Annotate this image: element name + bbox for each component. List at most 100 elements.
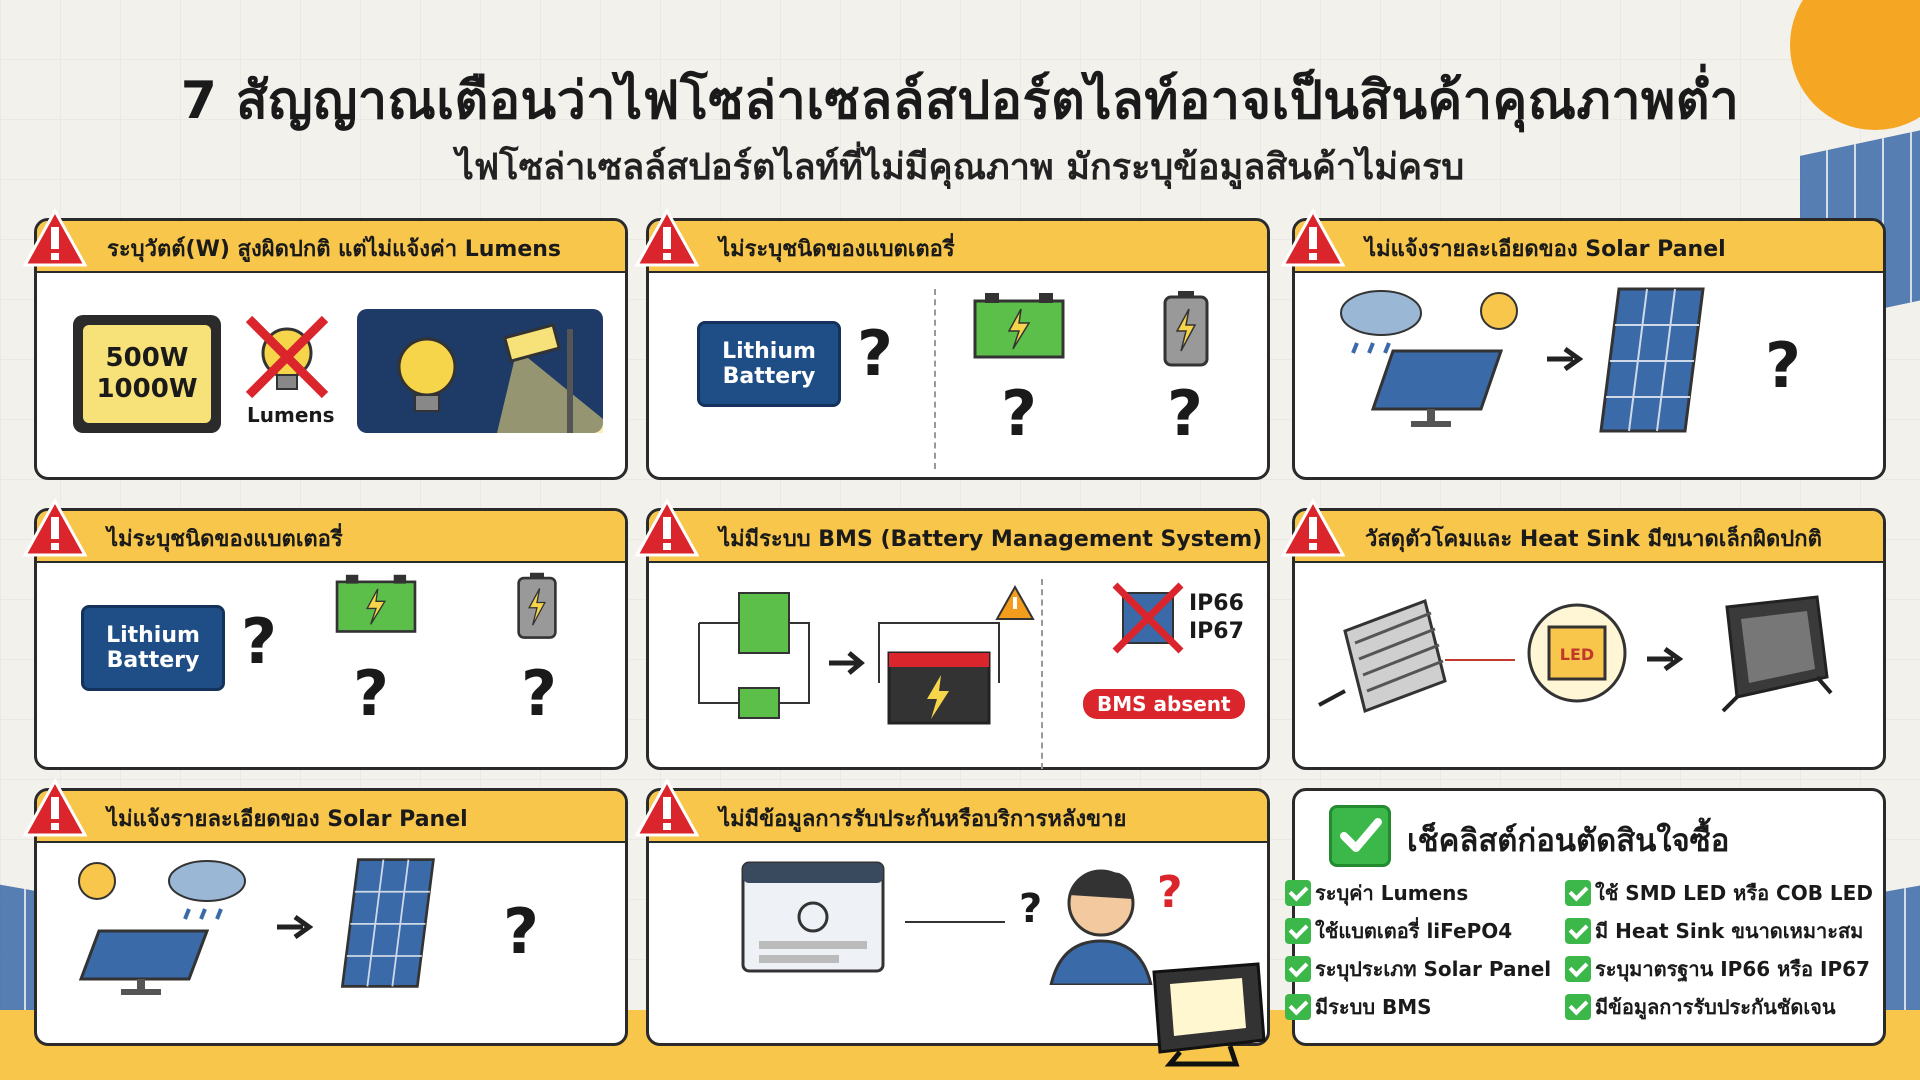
card-title: ระบุวัตต์(W) สูงผิดปกติ แต่ไม่แจ้งค่า Lu… [107,237,561,262]
warning-card-7: ไม่แจ้งรายละเอียดของ Solar Panel ? [23,779,628,1046]
crossed-chip-icon [1112,582,1184,654]
warning-icon [635,779,699,837]
question-mark: ? [353,657,389,730]
checklist-item: ใช้แบตเตอรี่ liFePO4 [1285,915,1512,947]
checklist-item: ใช้ SMD LED หรือ COB LED [1565,877,1873,909]
battery-label: Battery [722,364,816,389]
connector-line [1445,659,1515,661]
checklist-item: มีระบบ BMS [1285,991,1432,1023]
lead-acid-battery-icon [973,293,1065,359]
crossed-bulb-icon [245,315,329,399]
card-body: IP66 IP67 BMS absent [649,563,1267,769]
card-title: ไม่แจ้งรายละเอียดของ Solar Panel [107,807,468,832]
led-chip-icon: LED [1527,603,1627,703]
check-icon [1565,880,1591,906]
heat-sink-icon [1318,599,1447,713]
card-body: ? [37,843,625,1043]
warning-icon [635,209,699,267]
check-icon [1565,956,1591,982]
check-icon [1285,994,1311,1020]
lightbulb-icon [397,323,603,433]
card-header [37,791,625,843]
card-title: ไม่ระบุชนิดของแบตเตอรี่ [719,237,955,262]
question-mark: ? [1157,867,1181,918]
question-mark: ? [521,657,557,730]
question-mark: ? [241,605,277,678]
checklist-item: มี Heat Sink ขนาดเหมาะสม [1565,915,1863,947]
weather-solar-panel-icon [1340,290,1518,427]
card-body: ? [1295,273,1883,477]
warning-card-3: ไม่แจ้งรายละเอียดของ Solar Panel ? [1281,209,1886,480]
question-mark: ? [1001,377,1037,450]
lead-acid-battery-icon [335,574,417,633]
solar-panel-icon [340,858,435,988]
page-title: 7 สัญญาณเตือนว่าไฟโซล่าเซลล์สปอร์ตไลท์อา… [180,71,1740,131]
question-mark: ? [1167,377,1203,450]
checklist-item: ระบุค่า Lumens [1285,877,1468,909]
lumens-label: Lumens [247,403,335,427]
question-mark: ? [857,317,893,390]
card-header [649,511,1267,563]
led-label: LED [1560,645,1594,664]
card-title: ไม่แจ้งรายละเอียดของ Solar Panel [1365,237,1726,262]
divider [934,289,936,469]
card-header [37,511,625,563]
warning-icon [23,499,87,557]
warning-card-1: ระบุวัตต์(W) สูงผิดปกติ แต่ไม่แจ้งค่า Lu… [23,209,628,480]
confused-person-icon: ? [1049,867,1181,985]
solar-panel-icon [1599,287,1705,433]
question-mark: ? [503,895,539,968]
question-mark: ? [1019,886,1043,932]
battery-label: Lithium [722,338,816,364]
checklist-item: ระบุมาตรฐาน IP66 หรือ IP67 [1565,953,1870,985]
bms-absent-badge: BMS absent [1083,689,1245,719]
connector-line [905,921,1005,923]
check-icon [1285,880,1311,906]
arrow-right-icon [1547,347,1583,371]
cylinder-battery-icon [1163,291,1209,367]
warning-card-6: วัสดุตัวโคมและ Heat Sink มีขนาดเล็กผิดปก… [1281,499,1886,770]
floodlight-product-icon [1152,962,1266,1067]
warning-icon [1281,209,1345,267]
checkmark-icon [1329,805,1391,867]
question-mark: ? [1765,329,1801,402]
check-icon [1565,918,1591,944]
arrow-right-icon [277,915,313,939]
bms-circuit-diagram [698,584,1035,725]
warning-icon [635,499,699,557]
checklist-title: เช็คลิสต์ก่อนตัดสินใจซื้อ [1407,823,1730,859]
floodlight-icon [1721,595,1833,713]
card-title: ไม่ระบุชนิดของแบตเตอรี่ [107,527,343,552]
page-subtitle: ไฟโซล่าเซลล์สปอร์ตไลท์ที่ไม่มีคุณภาพ มัก… [455,147,1465,188]
weather-solar-panel-icon [78,860,246,995]
checklist-item: มีข้อมูลการรับประกันชัดเจน [1565,991,1836,1023]
battery-label: Battery [106,648,200,673]
ip-rating-label: IP66 [1189,591,1244,616]
check-icon [1285,956,1311,982]
check-icon [1565,994,1591,1020]
webpage-icon [741,861,885,973]
divider [1041,579,1043,769]
card-header [649,791,1267,843]
checklist-item: ระบุประเภท Solar Panel [1285,953,1551,985]
card-body: ? ? [649,843,1267,1043]
card-title: วัสดุตัวโคมและ Heat Sink มีขนาดเล็กผิดปก… [1365,527,1822,552]
warning-card-5: ไม่มีระบบ BMS (Battery Management System… [635,499,1270,770]
card-body: LED [1295,563,1883,767]
warning-icon [23,209,87,267]
card-title: ไม่มีระบบ BMS (Battery Management System… [719,527,1263,552]
card-header [1295,221,1883,273]
arrow-right-icon [1647,647,1683,671]
card-header [37,221,625,273]
card-header [1295,511,1883,563]
watt-value: 500W [105,342,189,373]
check-icon [1285,918,1311,944]
battery-label: Lithium [106,622,200,648]
